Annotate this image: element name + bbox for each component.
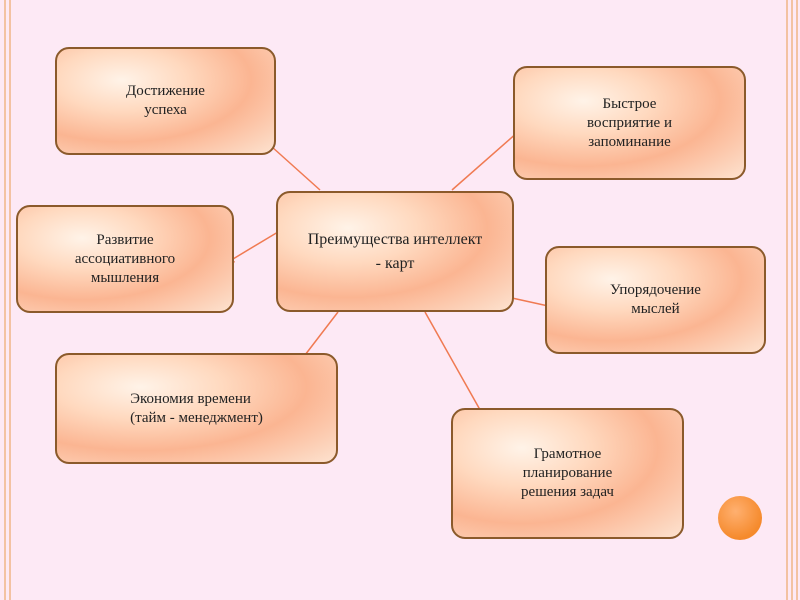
- center-node-label: Преимущества интеллект - карт: [307, 230, 483, 272]
- arrow-to-association: [226, 231, 279, 264]
- node-economy-label: Экономия времени (тайм - менеджмент): [130, 390, 263, 426]
- node-economy: Экономия времени (тайм - менеджмент): [55, 353, 338, 464]
- node-planning: Грамотное планирование решения задач: [451, 408, 684, 539]
- node-achievement-label: Достижение успеха: [126, 83, 205, 118]
- node-perception: Быстрое восприятие и запоминание: [513, 66, 746, 180]
- node-ordering: Упорядочение мыслей: [545, 246, 766, 354]
- node-association-label: Развитие ассоциативного мышления: [74, 231, 176, 286]
- node-association: Развитие ассоциативного мышления: [16, 205, 234, 313]
- decor-stripe-left-1: [4, 0, 6, 600]
- arrow-to-planning: [424, 311, 489, 426]
- decor-stripe-right-3: [796, 0, 798, 600]
- decor-stripe-right-1: [786, 0, 788, 600]
- node-ordering-label: Упорядочение мыслей: [610, 282, 701, 317]
- node-perception-label: Быстрое восприятие и запоминание: [587, 95, 672, 150]
- decor-stripe-left-2: [9, 0, 11, 600]
- node-achievement: Достижение успеха: [55, 47, 276, 155]
- center-node: Преимущества интеллект - карт: [276, 191, 514, 312]
- decor-stripe-right-2: [791, 0, 793, 600]
- decor-orange-circle: [718, 496, 762, 540]
- node-planning-label: Грамотное планирование решения задач: [521, 446, 614, 500]
